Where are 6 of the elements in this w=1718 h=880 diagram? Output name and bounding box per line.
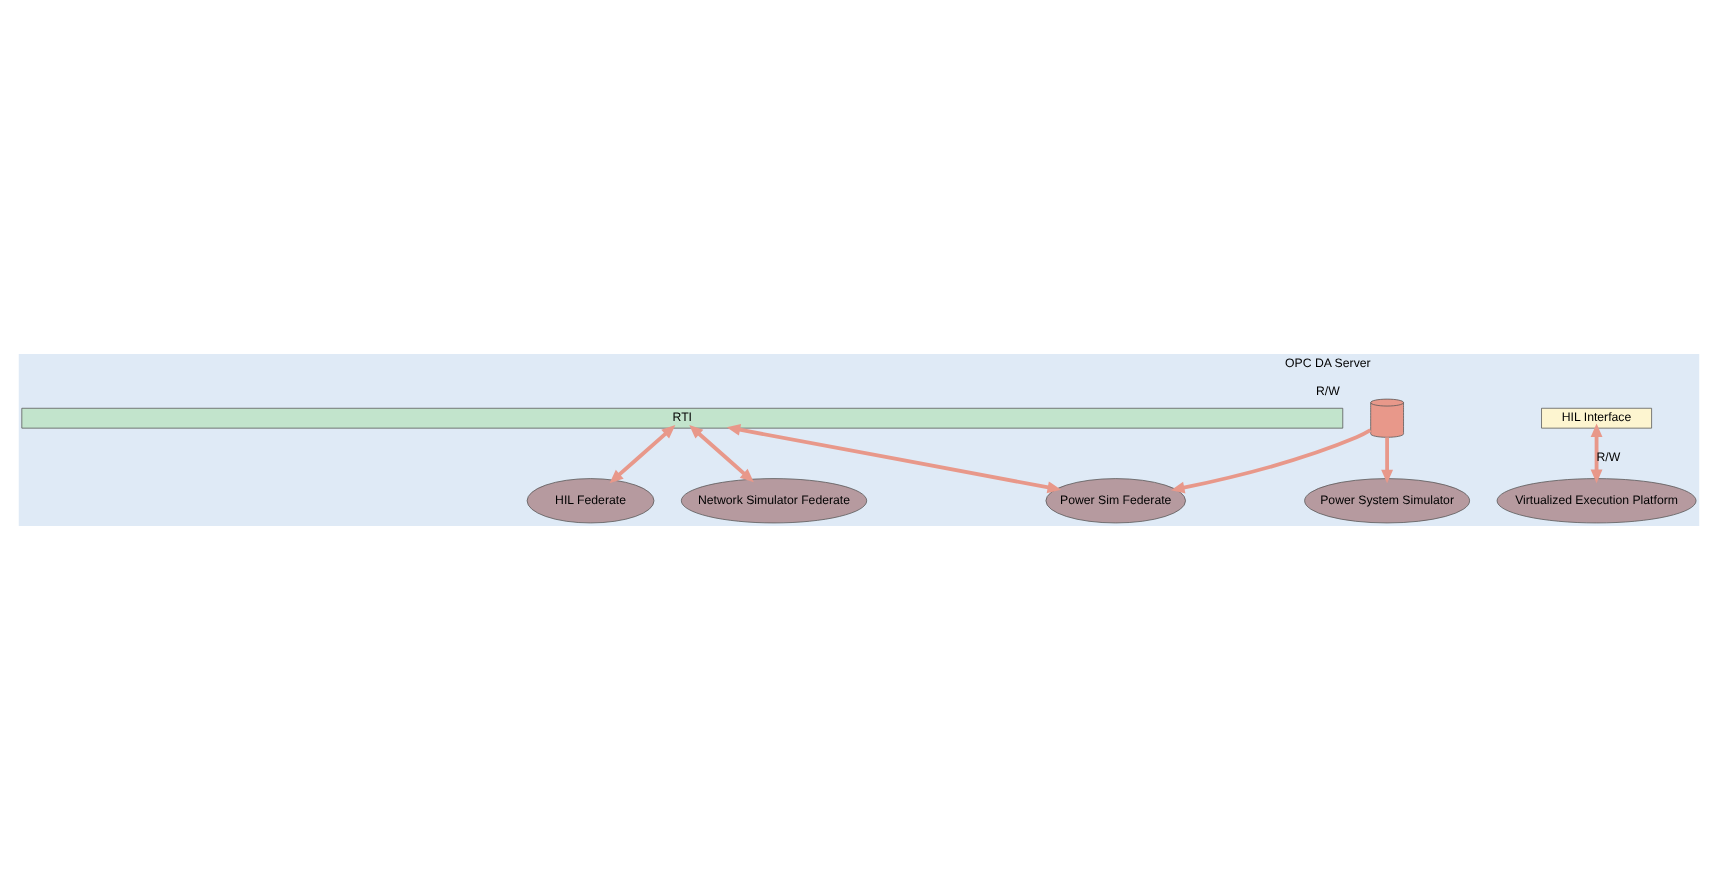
- arrow: [1381, 437, 1394, 484]
- arrow: [1590, 423, 1603, 484]
- arrow: [1171, 428, 1372, 494]
- arrow: [726, 423, 1062, 494]
- arrow: [609, 425, 676, 484]
- arrow: [689, 425, 754, 483]
